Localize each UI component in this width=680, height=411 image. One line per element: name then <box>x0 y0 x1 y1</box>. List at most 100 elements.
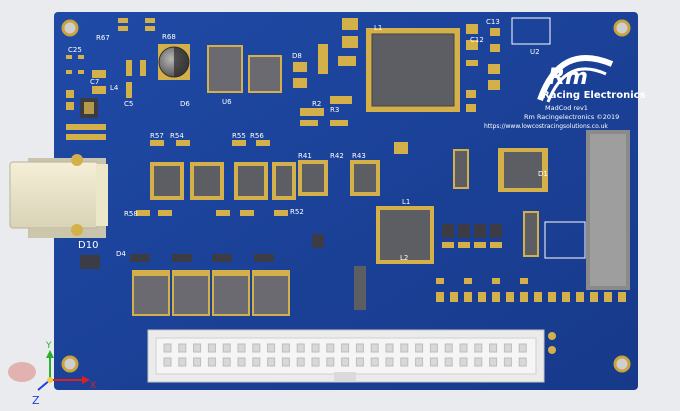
header-pin <box>429 343 438 353</box>
usb-connector <box>9 154 108 238</box>
ref-l1-top: L1 <box>374 24 382 32</box>
product-line: MadCod rev1 <box>545 104 588 112</box>
header-pin <box>193 343 202 353</box>
ref-r55: R55 <box>232 132 246 140</box>
header-pin <box>489 343 498 353</box>
brand-name: Racing Electronics <box>542 90 646 101</box>
header-pin <box>163 357 172 367</box>
header-pin <box>193 357 202 367</box>
mcu-qfp <box>366 28 460 112</box>
header-pin <box>237 343 246 353</box>
brand-logo-text: Rm <box>548 65 588 90</box>
header-pin <box>326 343 335 353</box>
electrolytic-capacitor <box>158 44 190 80</box>
mounting-holes <box>61 19 631 373</box>
ref-c7: C7 <box>90 78 99 86</box>
header-pin <box>503 357 512 367</box>
header-pin <box>489 357 498 367</box>
axis-z-label: Z <box>32 394 40 407</box>
header-pin <box>341 343 350 353</box>
header-pin <box>252 357 261 367</box>
axis-x-label: X <box>90 381 96 391</box>
ref-c12: C12 <box>470 36 484 44</box>
ref-r54: R54 <box>170 132 184 140</box>
header-pin <box>178 357 187 367</box>
header-pin <box>311 357 320 367</box>
inductor-l7 <box>248 55 282 93</box>
ref-r42: R42 <box>330 152 344 160</box>
ref-r41: R41 <box>298 152 312 160</box>
header-pin <box>415 357 424 367</box>
ic-qfn-center-3 <box>350 160 380 196</box>
header-pin <box>207 343 216 353</box>
channel-resistors <box>136 140 288 216</box>
ref-r52: R52 <box>290 208 304 216</box>
header-pin <box>281 357 290 367</box>
silkscreen-labels: R67 R68 D6 U6 D8 L1 U2 R2 R3 R41 R42 R43… <box>68 18 548 262</box>
smd-cluster-top-center <box>293 18 358 126</box>
header-pin <box>370 357 379 367</box>
header-pin <box>281 343 290 353</box>
ref-c5: C5 <box>124 100 133 108</box>
mosfet-row <box>132 270 290 316</box>
header-pin <box>355 357 364 367</box>
ic-vertical-small <box>453 149 469 189</box>
ref-l2: L2 <box>400 254 408 262</box>
header-pin <box>518 357 527 367</box>
header-pin <box>267 343 276 353</box>
ref-c13: C13 <box>486 18 500 26</box>
u2-outline <box>511 17 551 45</box>
box-header-connector <box>147 329 545 383</box>
header-pin <box>459 343 468 353</box>
header-pin <box>429 357 438 367</box>
header-pin <box>222 343 231 353</box>
header-pin <box>444 343 453 353</box>
test-pad-2 <box>548 346 556 354</box>
header-pin <box>267 357 276 367</box>
smd-center <box>394 142 408 154</box>
right-edge-header <box>586 130 630 290</box>
header-pin <box>178 343 187 353</box>
ref-d6: D6 <box>180 100 190 108</box>
ic-soic-right <box>498 148 548 192</box>
axis-y-label: Y <box>45 341 52 351</box>
header-pin <box>296 357 305 367</box>
smd-cluster-top-left <box>66 18 155 140</box>
header-pin <box>518 343 527 353</box>
ref-l4: L4 <box>110 84 119 92</box>
ref-r2: R2 <box>312 100 321 108</box>
ic-vertical-bottom <box>354 266 366 310</box>
ref-c25: C25 <box>68 46 82 54</box>
header-pin <box>355 343 364 353</box>
ref-d10: D10 <box>78 240 98 251</box>
ref-r57: R57 <box>150 132 164 140</box>
header-pin <box>237 357 246 367</box>
header-pin <box>444 357 453 367</box>
header-pin <box>415 343 424 353</box>
ref-u6: U6 <box>222 98 232 106</box>
ref-d4: D4 <box>116 250 126 258</box>
header-pin <box>503 343 512 353</box>
header-pin <box>252 343 261 353</box>
copyright-line: Rm Racingelectronics ©2019 <box>524 113 619 121</box>
ic-vertical-right <box>523 211 539 257</box>
test-pad-1 <box>548 332 556 340</box>
jumper-outline <box>544 221 586 259</box>
diode-row <box>130 254 274 262</box>
channel-ic-group <box>150 162 296 200</box>
ref-r43: R43 <box>352 152 366 160</box>
header-pin <box>385 343 394 353</box>
ref-r58: R58 <box>124 210 138 218</box>
website-line: https://www.lowcostracingsolutions.co.uk <box>484 123 608 130</box>
header-pin <box>163 343 172 353</box>
header-pin <box>207 357 216 367</box>
transistor-row <box>312 224 502 248</box>
ref-r3: R3 <box>330 106 339 114</box>
resistor-row-bottom <box>436 278 626 302</box>
axis-triad: Z Y X <box>8 341 96 407</box>
ref-r67: R67 <box>96 34 110 42</box>
header-pin <box>341 357 350 367</box>
inductor-u6 <box>207 45 243 93</box>
